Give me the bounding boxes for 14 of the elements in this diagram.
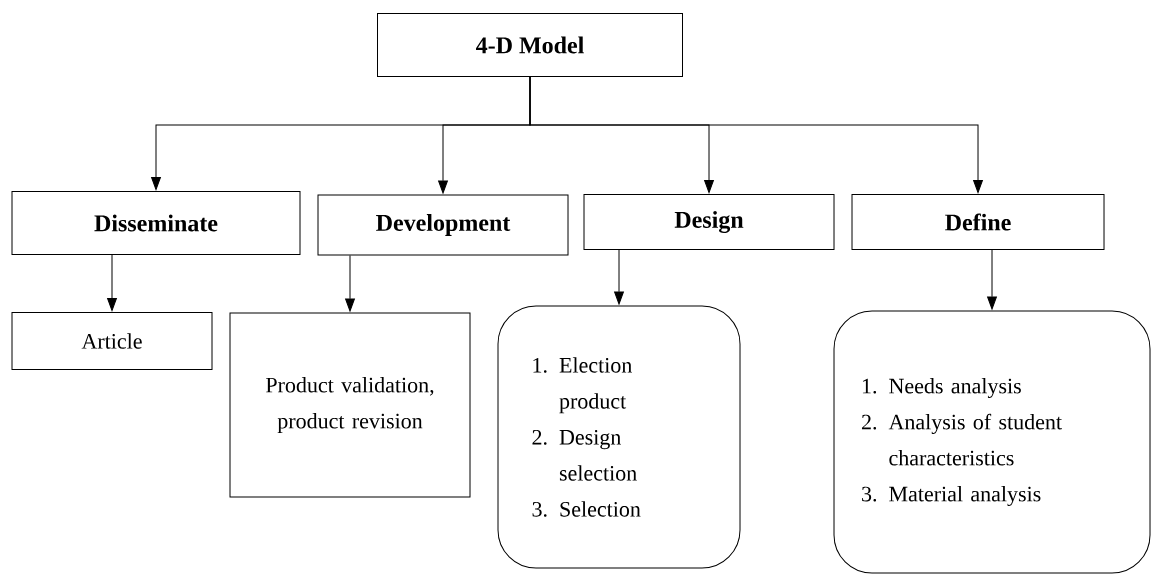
stage-box: Define — [851, 194, 1105, 250]
stage-box: Disseminate — [11, 191, 301, 255]
arrow — [987, 249, 997, 310]
list-box: 1. Needs analysis 2. Analysis of student characteristics 3. Material analysis — [833, 310, 1151, 574]
arrow — [529, 76, 983, 193]
arrow — [345, 255, 355, 312]
list-box: 1. Election product 2. Design selection 3. Selection — [497, 305, 741, 569]
title-box: 4-D Model — [377, 13, 683, 77]
stage-box: Design — [583, 194, 835, 250]
stage-box: Development — [317, 194, 569, 256]
output-box: Product validation, product revision — [229, 312, 471, 498]
arrow — [107, 254, 117, 311]
arrow — [614, 249, 624, 305]
output-box: Article — [11, 312, 213, 370]
